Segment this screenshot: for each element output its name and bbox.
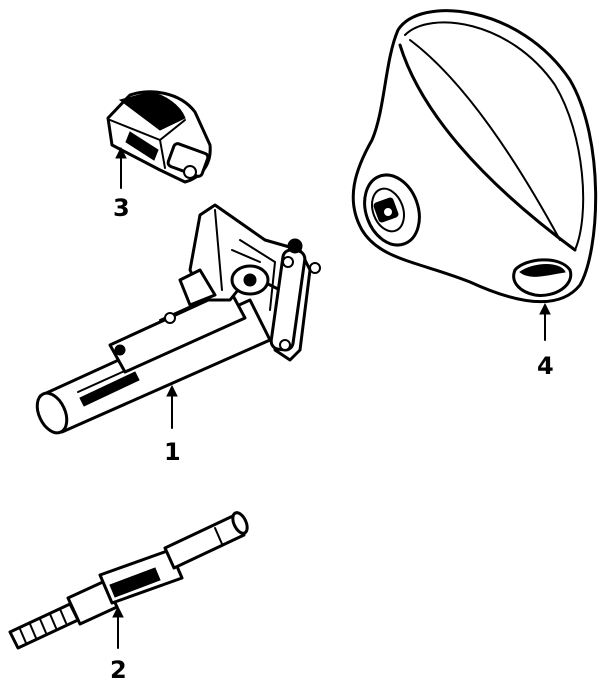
callout-1-leader: [166, 384, 178, 429]
callout-4[interactable]: 4: [537, 352, 554, 380]
steering-column[interactable]: [31, 203, 321, 438]
callout-3[interactable]: 3: [113, 194, 130, 222]
callout-4-leader: [539, 302, 551, 341]
callout-2-leader: [112, 605, 124, 649]
ignition-switch[interactable]: [106, 90, 212, 184]
intermediate-shaft[interactable]: [8, 510, 250, 650]
callout-1[interactable]: 1: [164, 438, 181, 466]
steering-wheel[interactable]: [351, 9, 598, 303]
callout-3-leader: [115, 146, 127, 189]
callout-2[interactable]: 2: [110, 656, 127, 684]
